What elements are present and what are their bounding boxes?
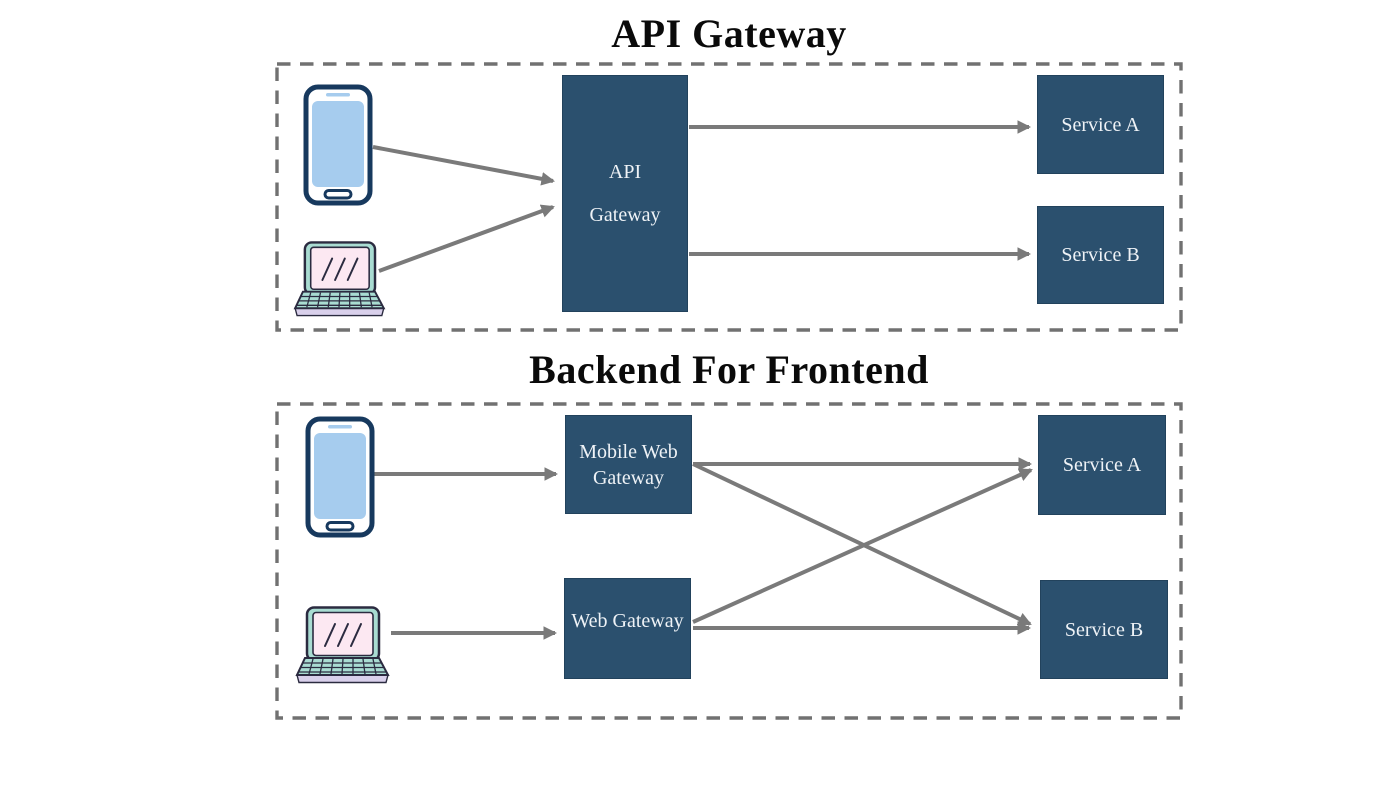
edge-laptop-to-api-gateway [378,204,555,273]
api-gateway-title: API Gateway [611,11,847,56]
mobile-web-gateway-node-label: Mobile Web Gateway [579,440,678,489]
laptop-icon [288,241,387,317]
edge-web-gateway-to-service-a [692,468,1033,624]
api-gateway-node-label-line2: Gateway [589,204,661,226]
web-gateway-node-label: Web Gateway [571,609,684,632]
bff-title: Backend For Frontend [529,347,929,392]
laptop-icon [291,606,390,684]
bff-boundary [275,402,1183,720]
service-b-node-bff-label: Service B [1064,618,1144,641]
service-b-node: Service B [1037,206,1164,304]
api-gateway-node: API Gateway [562,75,688,312]
service-a-node-label: Service A [1061,113,1140,136]
smartphone-icon [303,84,373,206]
mobile-web-gateway-node: Mobile Web Gateway [565,415,692,514]
service-b-node-bff: Service B [1040,580,1168,679]
service-b-node-label: Service B [1061,244,1140,266]
service-a-node-bff: Service A [1038,415,1166,515]
edge-phone-to-api-gateway [372,145,556,186]
edge-mobile-web-gateway-to-service-b [692,462,1032,626]
service-a-node: Service A [1037,75,1164,174]
smartphone-icon [305,416,375,538]
web-gateway-node: Web Gateway [564,578,691,679]
service-a-node-bff-label: Service A [1062,454,1142,476]
api-gateway-node-label-line1: API [608,161,642,183]
api-gateway-boundary [275,62,1183,332]
